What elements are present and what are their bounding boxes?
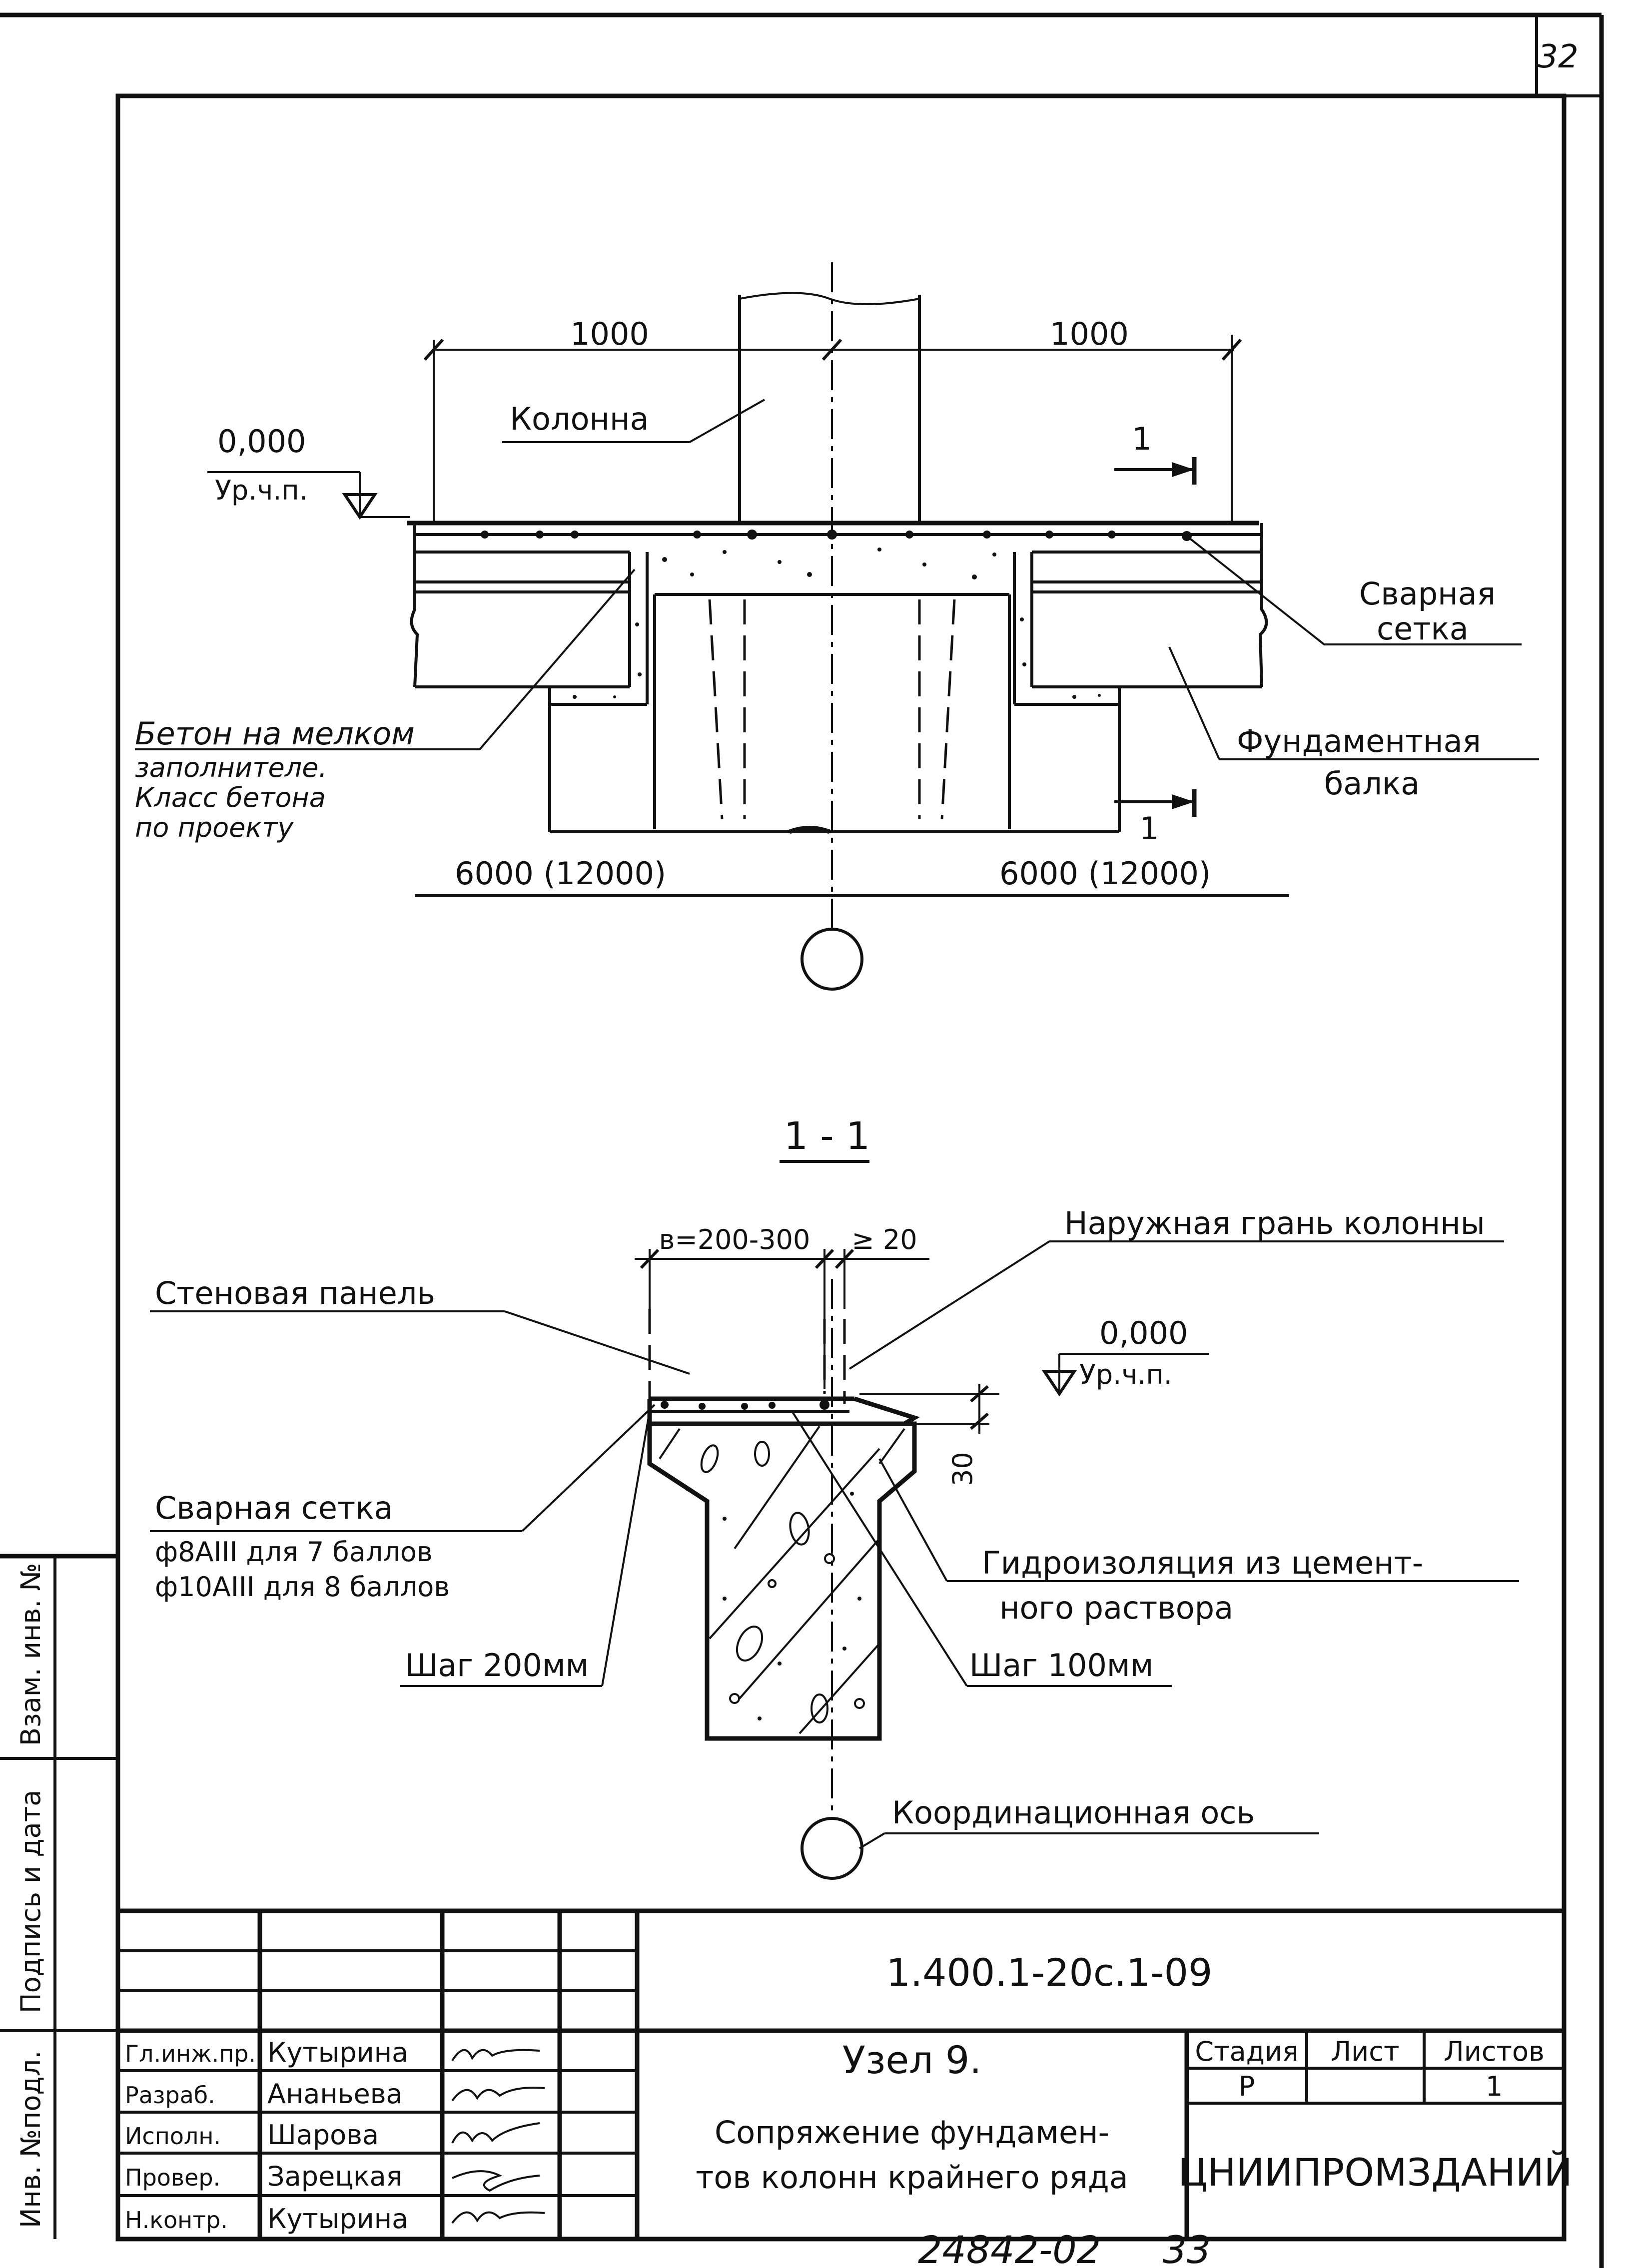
plan-level-value: 0,000: [217, 423, 306, 460]
section-dim-30: 30: [947, 1452, 978, 1486]
section-step-left: Шаг 200мм: [405, 1647, 589, 1684]
bottom-page: 33: [1163, 2228, 1211, 2268]
section-level-value: 0,000: [1099, 1315, 1188, 1351]
side-stamp-signature-date: Подпись и дата: [15, 1790, 46, 2013]
sheet-header: Лист: [1331, 2036, 1400, 2067]
plan-beam-label-1: Фундаментная: [1237, 723, 1481, 759]
name-3: Зарецкая: [267, 2161, 402, 2192]
side-stamp-inv-podl: Инв. №подл.: [15, 2051, 46, 2228]
section-dim-width: в=200-300: [659, 1224, 811, 1255]
name-0: Кутырина: [267, 2037, 408, 2068]
side-stamp-vzam-inv: Взам. инв. №: [15, 1563, 46, 1746]
bottom-number: 24842-02: [918, 2228, 1101, 2268]
name-1: Ананьева: [267, 2078, 403, 2110]
title-block: 1.400.1-20с.1-09 Гл.инж.пр. Разраб. Испо…: [118, 1908, 1573, 2239]
organization: ЦНИИПРОМЗДАНИЙ: [1178, 2150, 1572, 2195]
node-title: Узел 9.: [842, 2038, 982, 2082]
plan-span-right: 6000 (12000): [999, 855, 1211, 892]
plan-section-mark-bottom: 1: [1139, 810, 1159, 847]
plan-dim-right: 1000: [1050, 316, 1129, 352]
section-waterproof-1: Гидроизоляция из цемент-: [982, 1545, 1423, 1581]
section-level-label: Ур.ч.п.: [1079, 1359, 1172, 1390]
section-mesh-title: Сварная сетка: [155, 1490, 393, 1526]
plan-section-mark-top: 1: [1132, 421, 1151, 457]
section-aggregate: [685, 1441, 865, 1723]
name-4: Кутырина: [267, 2203, 408, 2235]
signatures: [451, 2049, 545, 2224]
role-0: Гл.инж.пр.: [125, 2040, 256, 2067]
plan-mesh-dots: [481, 530, 1192, 541]
description-2: тов колонн крайнего ряда: [696, 2159, 1128, 2196]
section-hatching: [659, 1425, 905, 1734]
role-4: Н.контр.: [125, 2207, 228, 2234]
plan-aggregate: [573, 548, 1101, 699]
plan-mesh-label-2: сетка: [1377, 610, 1469, 647]
role-2: Исполн.: [125, 2123, 221, 2150]
role-1: Разраб.: [125, 2082, 215, 2109]
section-mesh-dots: [661, 1400, 829, 1410]
section-axis-label: Координационная ось: [892, 1794, 1255, 1831]
sheets-header: Листов: [1444, 2036, 1545, 2067]
section-title: 1 - 1: [784, 1114, 870, 1158]
plan-level-label: Ур.ч.п.: [215, 475, 308, 506]
plan-concrete-note-3: Класс бетона: [135, 782, 326, 813]
plan-concrete-note-4: по проекту: [135, 812, 294, 843]
stage-header: Стадия: [1195, 2036, 1298, 2067]
sheet-number: 32: [1538, 38, 1578, 75]
section-dim-min: ≥ 20: [851, 1224, 917, 1255]
description-1: Сопряжение фундамен-: [715, 2114, 1109, 2151]
section-wall-panel-label: Стеновая панель: [155, 1275, 435, 1311]
plan-column-label: Колонна: [510, 401, 649, 437]
sheet-frame: [0, 12, 1604, 2268]
plan-concrete-note-2: заполнителе.: [135, 752, 327, 783]
plan-mesh-label-1: Сварная: [1359, 575, 1496, 612]
section-waterproof-2: ного раствора: [999, 1590, 1233, 1626]
role-3: Провер.: [125, 2164, 220, 2191]
section-outer-face-label: Наружная грань колонны: [1064, 1205, 1485, 1241]
plan-span-left: 6000 (12000): [455, 855, 666, 892]
name-2: Шарова: [267, 2119, 379, 2151]
title-code: 1.400.1-20с.1-09: [886, 1950, 1213, 1995]
section-view: 1 - 1 в=200-300 ≥ 20 Наружная грань коло…: [150, 1114, 1519, 1880]
plan-view: 1000 1000 Колонна 0,000 Ур.ч.п. 1 1 Свар…: [135, 262, 1539, 991]
plan-dim-left: 1000: [570, 316, 649, 352]
section-mesh-line-1: ф8АIII для 7 баллов: [155, 1536, 433, 1568]
stage-value: Р: [1239, 2071, 1255, 2102]
plan-concrete-note-1: Бетон на мелком: [135, 715, 415, 752]
section-step-right: Шаг 100мм: [969, 1647, 1153, 1684]
sheets-value: 1: [1486, 2071, 1503, 2102]
section-mesh-line-2: ф10АIII для 8 баллов: [155, 1571, 450, 1603]
plan-beam-label-2: балка: [1324, 765, 1420, 802]
side-stamp: Взам. инв. № Подпись и дата Инв. №подл.: [0, 1554, 118, 2239]
